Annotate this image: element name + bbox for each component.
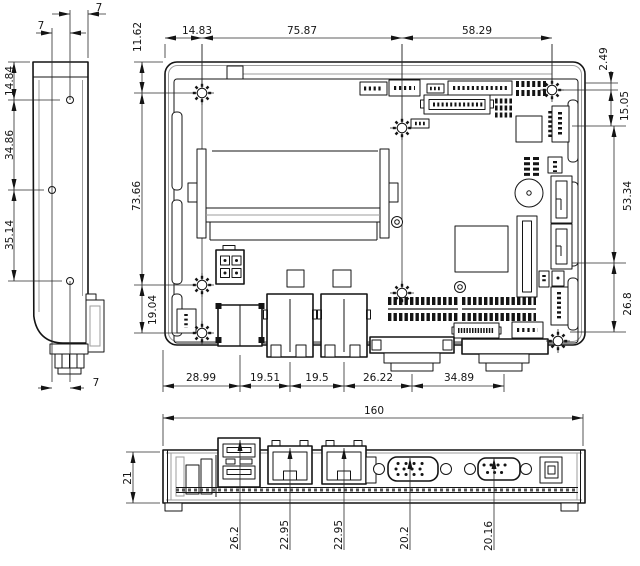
dim-side-34-86: 34.86 [4,130,16,160]
top-edge-connectors [359,79,546,97]
connector-2pin [547,156,563,174]
dim-bottom-26-22: 26.22 [363,372,393,384]
dim-right-53-34: 53.34 [622,181,634,211]
usb-stack-top [215,303,265,347]
top-view-dimensions: 14.83 75.87 58.29 11.62 73.66 19.04 2.49… [131,22,634,392]
dim-side-14-84: 14.84 [4,66,16,96]
side-view [32,61,105,375]
power-connector-2x2 [215,245,245,285]
foot-right [560,502,579,512]
dim-port-lan1: 22.95 [279,520,291,550]
dim-left-11-62: 11.62 [132,22,144,52]
right-edge-connector [548,105,570,143]
sodimm-socket [187,148,399,241]
dim-port-usb: 26.2 [229,526,241,549]
sata-connector-2 [550,223,573,270]
dim-bottom-28-99: 28.99 [186,372,216,384]
dim-bottom-34-89: 34.89 [444,372,474,384]
dim-right-15-05: 15.05 [619,91,631,121]
standoff-2 [454,281,466,293]
dim-left-73-66: 73.66 [131,181,143,211]
dim-port-vga: 20.2 [399,526,411,549]
slot-connector [516,215,538,298]
front-view-dimensions: 160 21 26.2 22.95 22.95 20.2 20.16 [122,405,584,551]
panel-left-internals [175,455,217,497]
fine-pitch-connector [451,322,502,339]
rj45-top-1 [263,293,317,358]
dc-jack-front [539,456,563,484]
standoff-1 [391,216,403,228]
jumper-block-3x3 [495,98,514,118]
foot-left [164,502,183,512]
small-connectors [538,270,565,288]
dim-side-top-b: 7 [38,20,45,32]
dim-port-com: 20.16 [483,521,495,551]
side-view-dimensions: 7 7 14.84 34.86 35.14 7 [4,2,106,391]
dim-top-58-29: 58.29 [462,25,492,37]
connector-3pin-small [410,118,430,129]
jumper-comb-rows [388,297,536,321]
dim-side-top-a: 7 [96,2,103,14]
vga-front [373,456,452,482]
dim-side-bottom: 7 [93,377,100,389]
dim-front-160: 160 [364,405,384,417]
dim-top-14-83: 14.83 [182,25,212,37]
dim-bottom-19-5: 19.5 [305,372,328,384]
buzzer [514,178,544,208]
vga-top [369,336,455,372]
dim-left-19-04: 19.04 [147,295,159,325]
chip-large [454,225,509,273]
chip-mid-1 [286,269,305,288]
front-view [162,437,586,512]
dim-port-lan2: 22.95 [333,520,345,550]
dim-top-75-87: 75.87 [287,25,317,37]
dim-front-21: 21 [122,471,134,484]
dim-bottom-19-51: 19.51 [250,372,280,384]
rj45-top-2 [317,293,371,358]
box-header-connector [420,94,494,115]
chip-mid-2 [332,269,352,288]
vertical-header-6pin [550,286,569,326]
sata-connector-1 [550,175,573,224]
dim-right-26-8: 26.8 [622,292,634,315]
top-view [164,44,586,372]
connector-3pin-left [176,308,197,334]
db9-top [461,338,549,372]
db9-front [464,457,532,481]
usb-front [217,437,261,488]
header-4pin [511,321,544,339]
dim-side-35-14: 35.14 [4,220,16,250]
dc-plug-stub [49,343,89,375]
chip-small [515,115,543,143]
dim-right-2-49: 2.49 [598,47,610,70]
side-connector-overhang [85,293,105,353]
